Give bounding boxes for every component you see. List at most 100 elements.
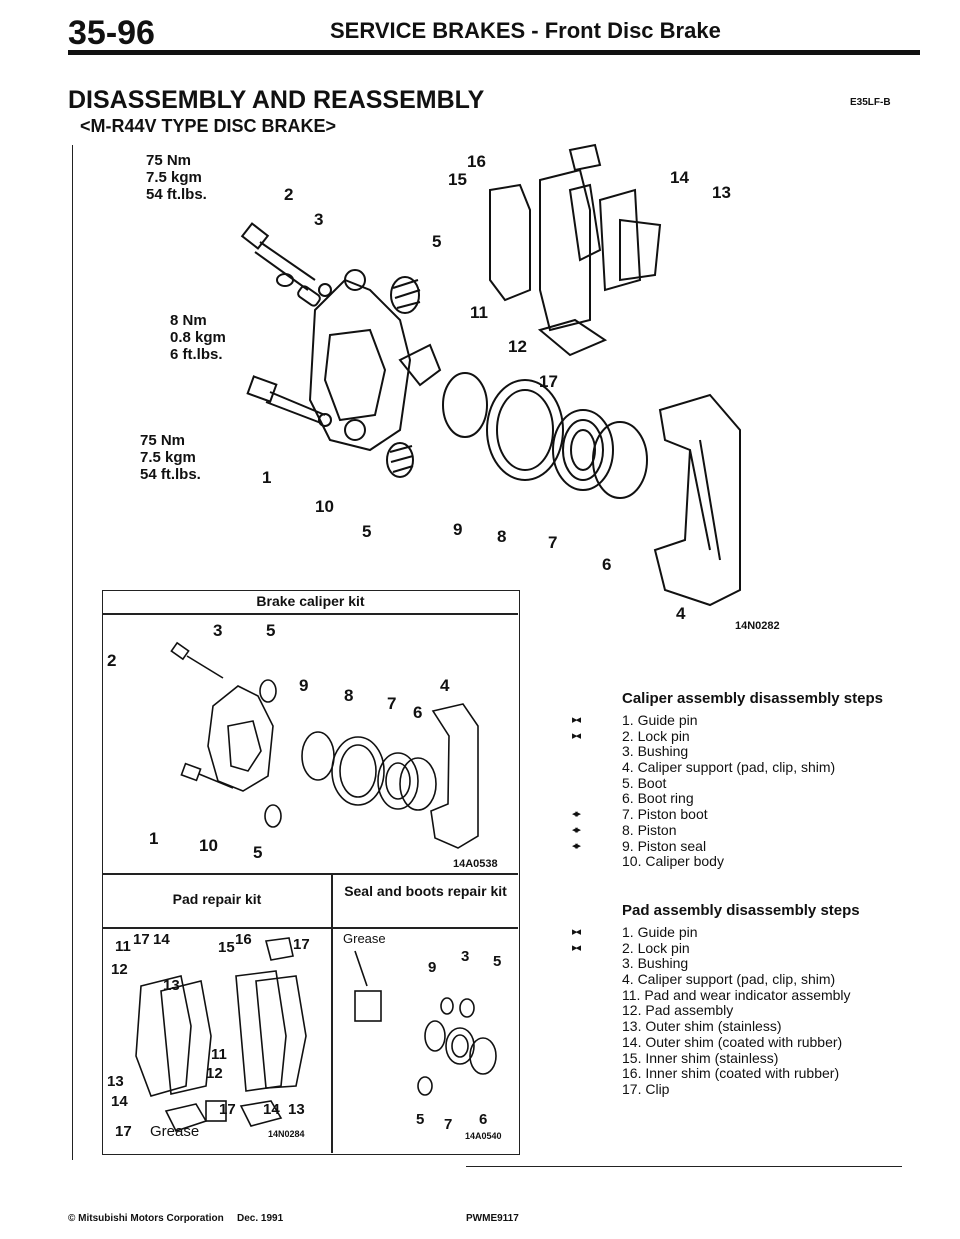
step-item: ◂▸ 8. Piston <box>572 821 902 839</box>
guide-pin-top <box>240 222 332 297</box>
brake-caliper-kit-title: Brake caliper kit <box>256 593 365 609</box>
piston-boot <box>552 409 614 491</box>
step-item: ◂▸9. Piston seal <box>572 838 902 855</box>
pr-callout-12: 12 <box>111 961 128 978</box>
step-text: 17. Clip <box>622 1080 670 1097</box>
pr-callout-13b: 13 <box>107 1073 124 1090</box>
bc-callout-6: 6 <box>413 703 423 722</box>
pr-callout-14: 14 <box>153 931 170 948</box>
section-code: E35LF-B <box>850 97 891 108</box>
figure-code-pr: 14N0284 <box>268 1129 305 1139</box>
service-point-mark: ▸◂ <box>572 714 581 726</box>
guide-pin-bottom <box>246 375 332 427</box>
figure-code-sb: 14A0540 <box>465 1131 502 1141</box>
bc-callout-9: 9 <box>299 676 309 695</box>
step-text: 11. Pad and wear indicator assembly <box>622 986 851 1003</box>
service-point-mark: ◂▸ <box>572 823 581 836</box>
callout-1: 1 <box>262 468 272 487</box>
pad-repair-kit-diagram <box>135 937 307 1132</box>
pr-callout-17: 17 <box>133 931 150 948</box>
bc-callout-5: 5 <box>266 621 276 640</box>
step-item: 15. Inner shim (stainless) <box>572 1050 902 1067</box>
step-text: 4. Caliper support (pad, clip, shim) <box>622 759 836 776</box>
header-rule <box>68 50 920 55</box>
pr-callout-15: 15 <box>218 939 235 956</box>
step-item: 4. Caliper support (pad, clip, shim) <box>572 759 902 776</box>
step-text: 14. Outer shim (coated with rubber) <box>622 1033 843 1050</box>
step-item: ▸◂ 1. Guide pin <box>572 712 902 729</box>
step-text: 5. Boot <box>622 774 667 791</box>
sb-grease-label: Grease <box>343 931 386 946</box>
step-item: ▸◂2. Lock pin <box>572 727 902 745</box>
pr-callout-17b: 17 <box>293 936 310 953</box>
callout-5-bottom: 5 <box>362 522 372 541</box>
step-item: ◂▸7. Piston boot <box>572 806 902 823</box>
service-point-mark: ◂▸ <box>572 808 581 821</box>
callout-6: 6 <box>602 555 612 574</box>
step-text: 3. Bushing <box>622 743 689 760</box>
piston <box>486 379 564 481</box>
boot-ring <box>592 421 648 499</box>
figure-code-bc: 14A0538 <box>453 858 498 870</box>
sb-callout-9: 9 <box>428 959 437 976</box>
subsection-title: <M-R44V TYPE DISC BRAKE> <box>80 116 337 136</box>
bc-callout-1: 1 <box>149 829 159 848</box>
pr-callout-11: 11 <box>115 938 131 955</box>
pad-steps: Pad assembly disassembly steps ▸◂1. Guid… <box>572 902 902 1098</box>
step-item: 11. Pad and wear indicator assembly <box>572 986 902 1004</box>
caliper-steps-heading: Caliper assembly disassembly steps <box>622 690 883 707</box>
bc-callout-8: 8 <box>344 686 354 705</box>
callout-7: 7 <box>548 533 558 552</box>
pr-callout-17d: 17 <box>115 1123 132 1140</box>
bc-callout-2: 2 <box>107 651 117 670</box>
pad-steps-heading: Pad assembly disassembly steps <box>622 902 860 919</box>
step-item: 4. Caliper support (pad, clip, shim) <box>572 971 902 988</box>
step-item: 3. Bushing <box>572 956 902 972</box>
step-text: 13. Outer shim (stainless) <box>622 1018 782 1035</box>
callout-14: 14 <box>670 168 689 187</box>
kit-divider <box>103 873 518 875</box>
pr-callout-13c: 13 <box>288 1101 305 1118</box>
callout-3: 3 <box>314 210 324 229</box>
callout-10: 10 <box>315 497 334 516</box>
step-text: 2. Lock pin <box>622 727 690 744</box>
step-item: ▸◂2. Lock pin <box>572 940 902 957</box>
seal-boots-kit-title: Seal and boots repair kit <box>344 883 507 899</box>
step-item: 17. Clip <box>572 1080 902 1098</box>
figure-code-main: 14N0282 <box>735 620 780 632</box>
pr-callout-14c: 14 <box>263 1101 280 1118</box>
bc-callout-5b: 5 <box>253 843 263 862</box>
pr-callout-12b: 12 <box>206 1065 223 1082</box>
step-text: 16. Inner shim (coated with rubber) <box>622 1065 840 1082</box>
service-point-mark: ▸◂ <box>572 926 581 938</box>
pr-callout-16: 16 <box>235 931 252 948</box>
bc-callout-10: 10 <box>199 836 218 855</box>
step-text: 1. Guide pin <box>622 712 698 728</box>
callout-8: 8 <box>497 527 507 546</box>
pad-repair-kit-title: Pad repair kit <box>172 891 262 907</box>
step-item: 13. Outer shim (stainless) <box>572 1018 902 1035</box>
step-text: 8. Piston <box>622 821 677 838</box>
pr-callout-14b: 14 <box>111 1093 128 1110</box>
callout-4: 4 <box>676 604 686 623</box>
clip <box>537 318 608 357</box>
callout-12: 12 <box>508 337 527 356</box>
step-item: 14. Outer shim (coated with rubber) <box>572 1033 902 1051</box>
sb-callout-5b: 5 <box>416 1111 425 1128</box>
step-text: 10. Caliper body <box>622 853 724 870</box>
pr-callout-17c: 17 <box>219 1101 236 1118</box>
service-point-mark: ▸◂ <box>572 941 581 954</box>
callout-5-top: 5 <box>432 232 442 251</box>
torque-top: 75 Nm 7.5 kgm 54 ft.lbs. <box>146 152 207 203</box>
callout-15: 15 <box>448 170 467 189</box>
callout-9: 9 <box>453 520 463 539</box>
exploded-view-diagram <box>240 143 741 607</box>
boot-top <box>390 276 421 314</box>
bc-callout-7: 7 <box>387 694 397 713</box>
caliper-steps: Caliper assembly disassembly steps ▸◂ 1. … <box>572 690 902 870</box>
callout-16: 16 <box>467 152 486 171</box>
callout-13: 13 <box>712 183 731 202</box>
torque-bottom: 75 Nm 7.5 kgm 54 ft.lbs. <box>140 432 201 483</box>
footer-copyright: © Mitsubishi Motors Corporation <box>68 1213 224 1224</box>
